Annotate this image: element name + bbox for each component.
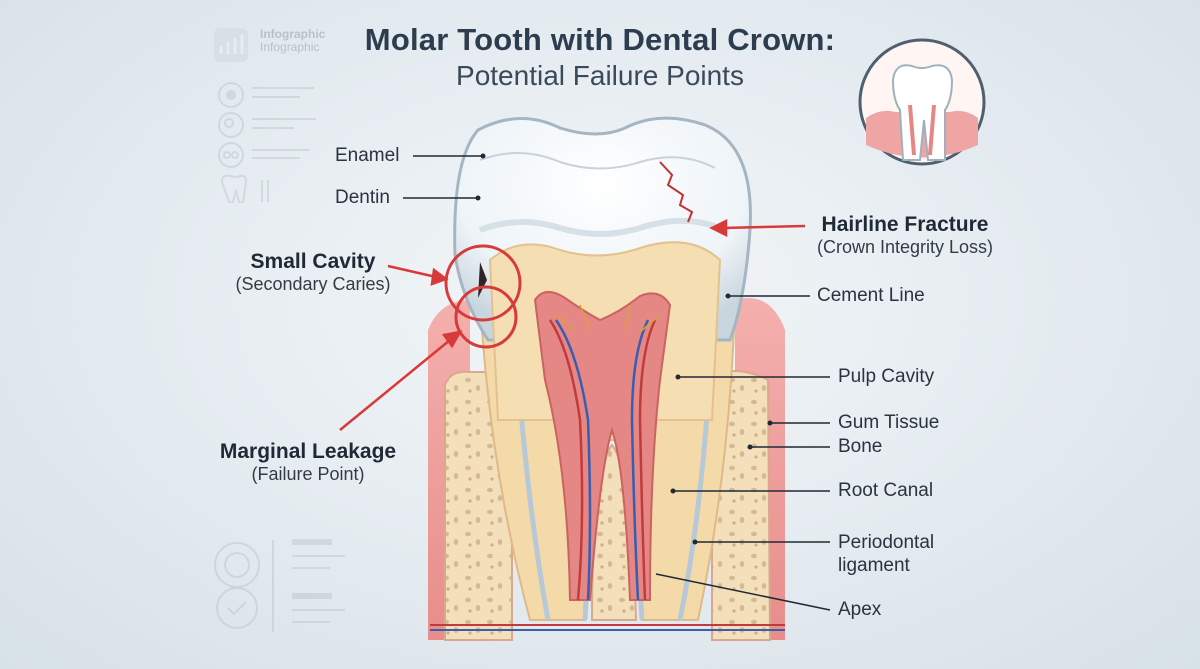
label-root-canal: Root Canal [838, 480, 934, 501]
label-marginal-leakage: Marginal Leakage (Failure Point) [198, 440, 418, 485]
label-gum-tissue: Gum Tissue [838, 412, 940, 433]
label-hairline-fracture: Hairline Fracture (Crown Integrity Loss) [800, 213, 1010, 258]
periodontal-line1: Periodontal [838, 532, 935, 553]
label-bone: Bone [838, 436, 883, 457]
label-pulp-cavity: Pulp Cavity [838, 366, 935, 387]
title-line1: Molar Tooth with Dental Crown: [364, 22, 836, 57]
watermark-line2: Infographic [260, 40, 320, 54]
tooth-thumbnail-icon [858, 38, 986, 166]
label-cement-line: Cement Line [817, 285, 925, 306]
leader-lines [403, 155, 831, 611]
label-dentin: Dentin [335, 187, 390, 208]
label-enamel: Enamel [335, 145, 400, 166]
refresh-circle-icon [214, 542, 260, 588]
periodontal-line2: ligament [838, 555, 910, 576]
watermark-text: Infographic Infographic [210, 28, 325, 54]
small-cavity-marker [444, 244, 522, 322]
failure-arrows [339, 218, 806, 431]
search-icon [218, 112, 244, 138]
watermark-line1: Infographic [260, 27, 326, 41]
small-cavity-subtitle: (Secondary Caries) [235, 274, 391, 294]
marginal-leakage-marker [454, 285, 518, 349]
hairline-fracture-title: Hairline Fracture [821, 213, 989, 236]
label-apex: Apex [838, 599, 882, 620]
title-line2: Potential Failure Points [456, 60, 744, 91]
glasses-icon [218, 142, 244, 168]
tooth-outline-icon [220, 174, 248, 203]
marginal-leakage-title: Marginal Leakage [219, 440, 397, 463]
diagram-title: Molar Tooth with Dental Crown: Potential… [300, 22, 900, 92]
small-cavity-title: Small Cavity [250, 250, 376, 273]
cement-line [478, 217, 730, 237]
heart-icon [218, 82, 244, 108]
label-periodontal-ligament: Periodontal ligament [838, 531, 934, 577]
check-circle-icon [216, 587, 258, 629]
hairline-fracture [659, 161, 694, 223]
marginal-leakage-subtitle: (Failure Point) [251, 464, 365, 484]
label-small-cavity: Small Cavity (Secondary Caries) [213, 250, 413, 295]
bar-chart-icon [214, 28, 248, 62]
hairline-fracture-subtitle: (Crown Integrity Loss) [816, 237, 994, 257]
